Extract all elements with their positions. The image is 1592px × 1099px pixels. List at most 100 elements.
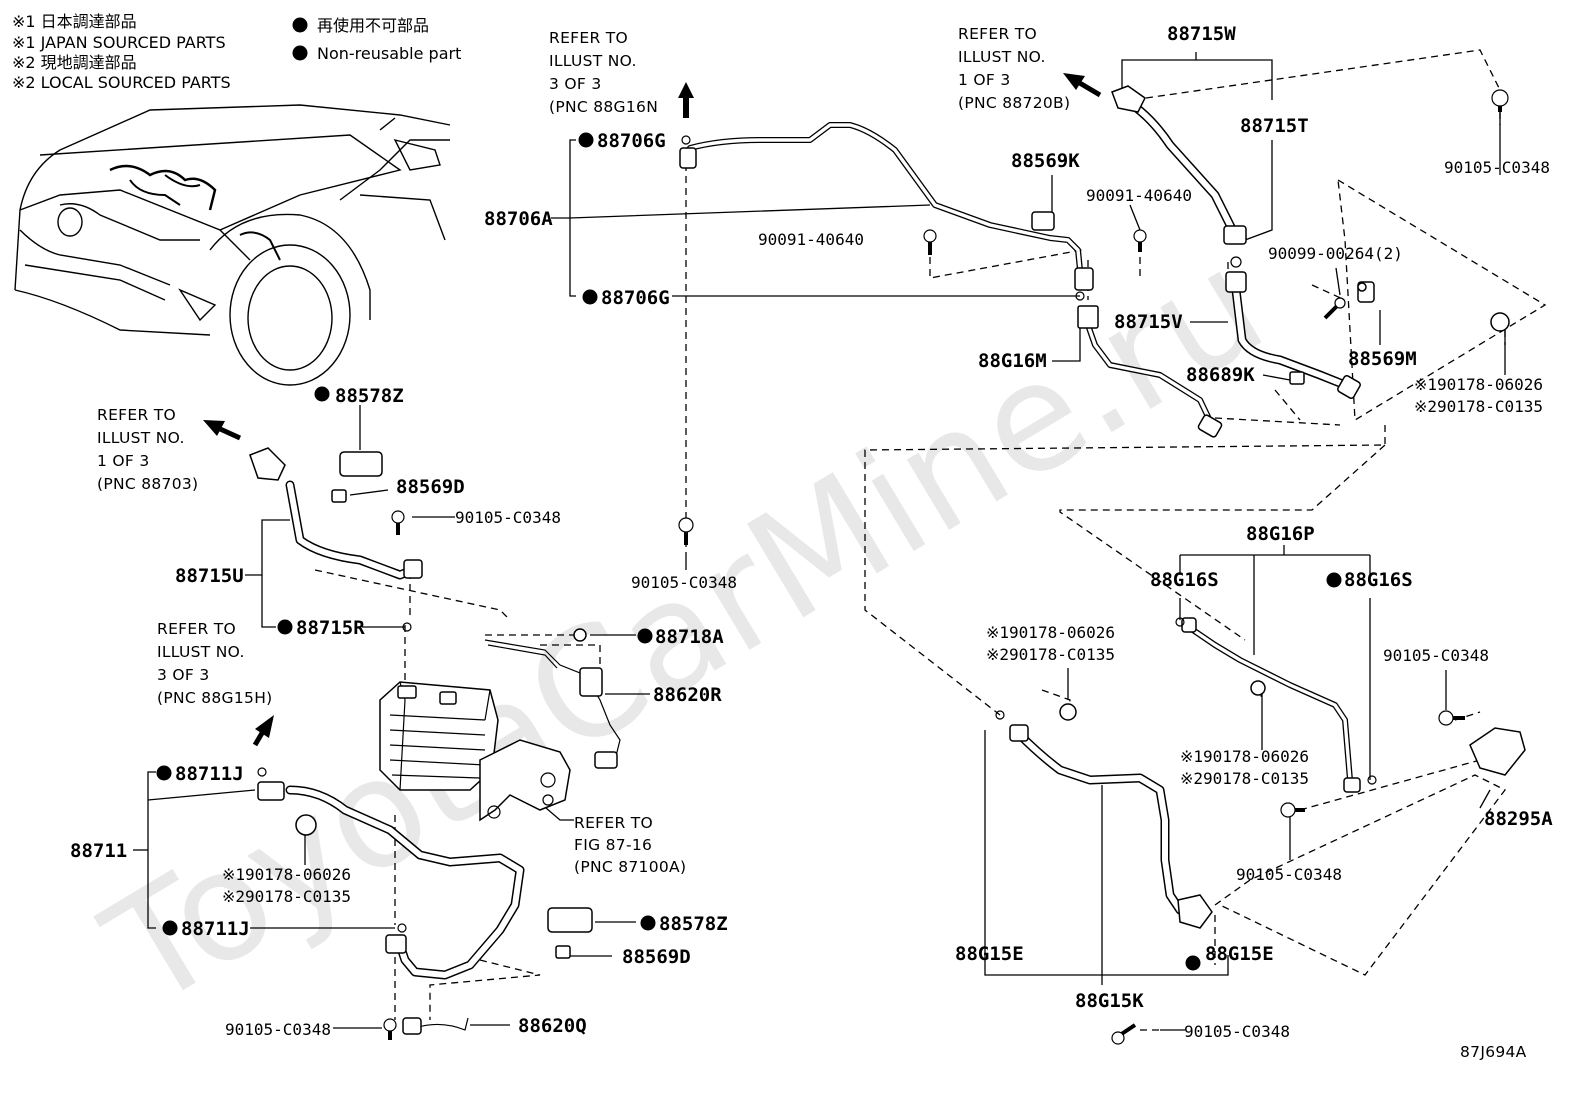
part-label-88g15k[interactable]: 88G15K — [1075, 990, 1144, 1012]
figure-id: 87J694A — [1460, 1043, 1527, 1061]
part-label-90105-c0348[interactable]: 90105-C0348 — [631, 573, 737, 592]
part-label-90099-00264[interactable]: 90099-00264(2) — [1268, 244, 1403, 263]
refer-note-88720b[interactable]: REFER TO ILLUST NO. 1 OF 3 (PNC 88720B) — [958, 25, 1070, 112]
part-label-88715r[interactable]: 88715R — [296, 617, 365, 639]
legend-note1-jp: ※1 日本調達部品 — [12, 12, 137, 31]
part-label-88711[interactable]: 88711 — [70, 840, 127, 862]
part-label-88706g[interactable]: 88706G — [601, 287, 670, 309]
part-label-90105-c0348[interactable]: 90105-C0348 — [1184, 1022, 1290, 1041]
svg-text:ILLUST NO.: ILLUST NO. — [958, 48, 1046, 66]
part-label-90091-40640[interactable]: 90091-40640 — [1086, 186, 1192, 205]
part-label-note[interactable]: ※290178-C0135 — [1414, 397, 1543, 416]
part-label-note[interactable]: ※190178-06026 — [222, 865, 351, 884]
component-shapes — [249, 85, 1526, 1045]
part-label-88715w[interactable]: 88715W — [1167, 23, 1236, 45]
legend-note2-jp: ※2 現地調達部品 — [12, 53, 137, 72]
part-label-88g16s[interactable]: 88G16S — [1344, 569, 1413, 591]
nonreusable-dot-icon — [1326, 572, 1342, 588]
nonreusable-dot-icon — [314, 386, 330, 402]
svg-text:3 OF 3: 3 OF 3 — [157, 666, 210, 684]
legend-note2-en: ※2 LOCAL SOURCED PARTS — [12, 73, 231, 92]
refer-note-88g16n[interactable]: REFER TO ILLUST NO. 3 OF 3 (PNC 88G16N — [549, 29, 658, 116]
svg-text:(PNC 88703): (PNC 88703) — [97, 475, 198, 493]
nonreusable-dot-icon — [292, 17, 308, 33]
nonreusable-dot-icon — [578, 132, 594, 148]
part-label-note[interactable]: ※190178-06026 — [1180, 747, 1309, 766]
part-label-88711j[interactable]: 88711J — [175, 763, 244, 785]
part-label-88689k[interactable]: 88689K — [1186, 364, 1255, 386]
svg-text:(PNC 88G15H): (PNC 88G15H) — [157, 689, 273, 707]
nonreusable-dot-icon — [292, 45, 308, 61]
legend-nonreusable-en: Non-reusable part — [317, 44, 461, 63]
part-label-88715t[interactable]: 88715T — [1240, 115, 1309, 137]
part-label-88578z[interactable]: 88578Z — [335, 385, 404, 407]
part-label-note[interactable]: ※290178-C0135 — [986, 645, 1115, 664]
part-label-90105-c0348[interactable]: 90105-C0348 — [225, 1020, 331, 1039]
part-label-88569m[interactable]: 88569M — [1348, 348, 1417, 370]
svg-text:FIG 87-16: FIG 87-16 — [574, 836, 652, 854]
arrow-up-left-icon — [203, 420, 225, 436]
arrow-up-right-icon — [255, 715, 274, 738]
part-label-88569d[interactable]: 88569D — [622, 946, 691, 968]
arrow-up-icon — [678, 82, 694, 98]
svg-text:ILLUST NO.: ILLUST NO. — [157, 643, 245, 661]
part-label-90105-c0348[interactable]: 90105-C0348 — [455, 508, 561, 527]
part-label-88g15e[interactable]: 88G15E — [955, 943, 1024, 965]
part-label-88706a[interactable]: 88706A — [484, 208, 553, 230]
svg-text:1 OF 3: 1 OF 3 — [97, 452, 150, 470]
part-label-88295a[interactable]: 88295A — [1484, 808, 1553, 830]
refer-arrows — [203, 73, 1102, 747]
svg-text:REFER TO: REFER TO — [157, 620, 236, 638]
svg-text:REFER TO: REFER TO — [97, 406, 176, 424]
svg-text:ILLUST NO.: ILLUST NO. — [97, 429, 185, 447]
svg-text:1 OF 3: 1 OF 3 — [958, 71, 1011, 89]
part-label-88711j[interactable]: 88711J — [181, 918, 250, 940]
part-label-note[interactable]: ※290178-C0135 — [222, 887, 351, 906]
nonreusable-dot-icon — [640, 915, 656, 931]
nonreusable-dot-icon — [162, 920, 178, 936]
legend-nonreusable-jp: 再使用不可部品 — [317, 16, 429, 35]
part-label-90105-c0348[interactable]: 90105-C0348 — [1236, 865, 1342, 884]
part-label-90105-c0348[interactable]: 90105-C0348 — [1383, 646, 1489, 665]
part-label-90091-40640[interactable]: 90091-40640 — [758, 230, 864, 249]
part-label-90105-c0348[interactable]: 90105-C0348 — [1444, 158, 1550, 177]
part-label-88g16m[interactable]: 88G16M — [978, 350, 1047, 372]
part-label-88715u[interactable]: 88715U — [175, 565, 244, 587]
part-label-note[interactable]: ※190178-06026 — [986, 623, 1115, 642]
part-label-88620q[interactable]: 88620Q — [518, 1015, 587, 1037]
legend: ※1 日本調達部品 ※1 JAPAN SOURCED PARTS ※2 現地調達… — [12, 12, 461, 92]
svg-text:REFER TO: REFER TO — [549, 29, 628, 47]
svg-text:REFER TO: REFER TO — [958, 25, 1037, 43]
refer-note-88703[interactable]: REFER TO ILLUST NO. 1 OF 3 (PNC 88703) — [97, 406, 198, 493]
svg-text:3 OF 3: 3 OF 3 — [549, 75, 602, 93]
svg-text:(PNC 88720B): (PNC 88720B) — [958, 94, 1070, 112]
nonreusable-dot-icon — [156, 765, 172, 781]
legend-note1-en: ※1 JAPAN SOURCED PARTS — [12, 33, 226, 52]
part-label-88g15e[interactable]: 88G15E — [1205, 943, 1274, 965]
part-label-88718a[interactable]: 88718A — [655, 626, 724, 648]
svg-text:REFER TO: REFER TO — [574, 814, 653, 832]
oil-cooler-assembly — [379, 681, 571, 822]
vehicle-sketch — [14, 104, 451, 386]
part-label-88706g[interactable]: 88706G — [597, 130, 666, 152]
nonreusable-dot-icon — [637, 628, 653, 644]
svg-text:(PNC 88G16N: (PNC 88G16N — [549, 98, 658, 116]
refer-note-fig8716[interactable]: REFER TO FIG 87-16 (PNC 87100A) — [574, 814, 686, 876]
nonreusable-markers — [156, 132, 1342, 971]
nonreusable-dot-icon — [582, 289, 598, 305]
part-label-note[interactable]: ※290178-C0135 — [1180, 769, 1309, 788]
part-label-note[interactable]: ※190178-06026 — [1414, 375, 1543, 394]
part-label-88569d[interactable]: 88569D — [396, 476, 465, 498]
refer-notes: REFER TO ILLUST NO. 3 OF 3 (PNC 88G16N R… — [97, 25, 1070, 876]
part-label-88715v[interactable]: 88715V — [1114, 311, 1183, 333]
nonreusable-dot-icon — [277, 619, 293, 635]
part-label-88578z[interactable]: 88578Z — [659, 913, 728, 935]
part-label-88g16p[interactable]: 88G16P — [1246, 523, 1315, 545]
part-label-88620r[interactable]: 88620R — [653, 684, 722, 706]
part-label-88569k[interactable]: 88569K — [1011, 150, 1080, 172]
part-label-88g16s[interactable]: 88G16S — [1150, 569, 1219, 591]
leader-lines — [133, 52, 1506, 1031]
refer-note-88g15h[interactable]: REFER TO ILLUST NO. 3 OF 3 (PNC 88G15H) — [157, 620, 273, 707]
svg-text:(PNC 87100A): (PNC 87100A) — [574, 858, 686, 876]
